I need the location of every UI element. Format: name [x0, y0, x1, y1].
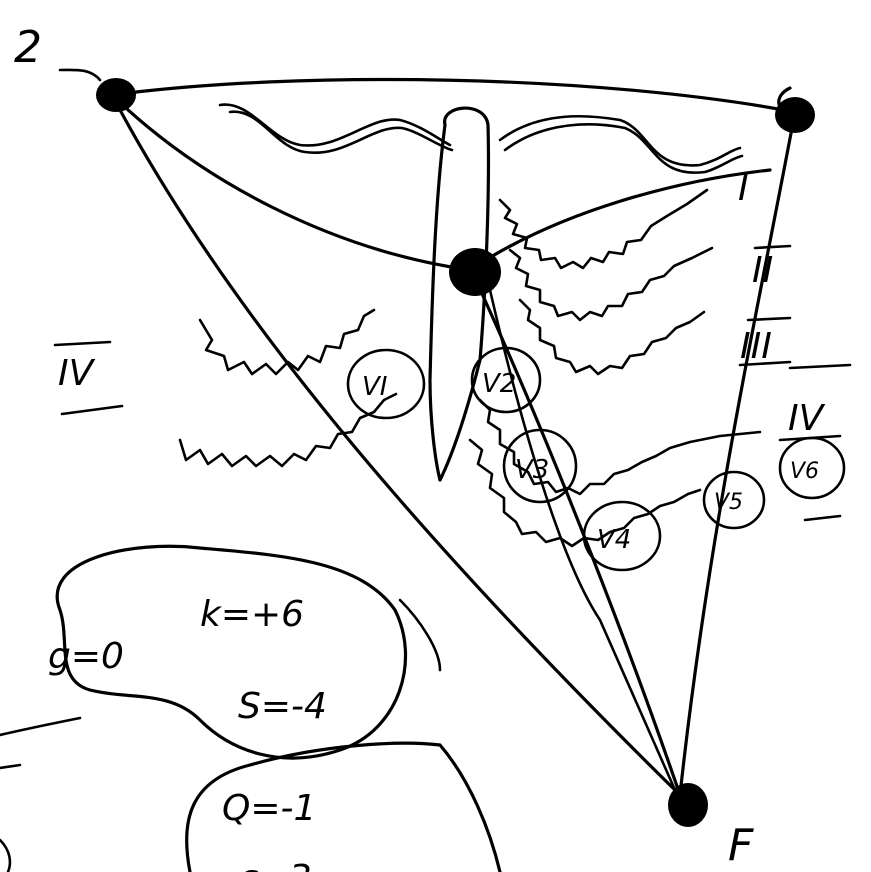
edge-left [110, 93, 682, 797]
edge-center-to-bottom-inner [488, 288, 677, 792]
circle-label-v2: V2 [482, 369, 516, 399]
region-label-IV-right: IV [788, 398, 826, 439]
internal-edges [110, 93, 772, 797]
note-k: k=+6 [200, 594, 304, 635]
vertex-top-right-mark [777, 86, 792, 114]
circle-v4 [582, 500, 662, 572]
vertex-label-top-left: 2 [14, 22, 42, 73]
vertex-bottom [668, 783, 708, 827]
region-label-II: II [752, 250, 773, 291]
region-label-III: III [740, 326, 772, 367]
note-partial: s=3 [240, 858, 312, 872]
vertex-top-left [96, 78, 136, 112]
circle-v5 [702, 470, 766, 530]
note-q: Q=-1 [222, 788, 316, 829]
edge-right [678, 110, 797, 797]
circle-label-vi: VI [362, 372, 387, 402]
edge-center-to-bottom [476, 283, 682, 797]
vertices [96, 78, 815, 827]
edge-left-to-center [110, 93, 472, 272]
notes-lower-outline [185, 741, 502, 872]
vertex-top-right [775, 97, 815, 133]
circle-v6 [778, 436, 846, 500]
circle-label-v5: V5 [714, 490, 743, 515]
vertex-top-left-tail [58, 68, 102, 82]
circled-labels: VI V2 V3 V4 V5 V6 [346, 346, 846, 572]
edge-top [110, 77, 797, 114]
circle-v2 [470, 346, 542, 414]
region-labels: I II III IV IV [53, 168, 852, 522]
top-waves [218, 103, 744, 174]
region-label-I: I [738, 168, 749, 209]
left-zigzags [178, 308, 398, 468]
circle-vi [346, 348, 426, 420]
circle-label-v4: V4 [597, 525, 631, 555]
note-s: S=-4 [238, 686, 327, 727]
vertex-center [449, 248, 501, 296]
outer-triangle [110, 77, 797, 797]
note-g: g=0 [48, 636, 124, 677]
region-label-IV-left: IV [58, 353, 96, 394]
circle-label-v6: V6 [790, 459, 819, 484]
circle-label-v3: V3 [515, 455, 549, 485]
notes-blob: g=0 k=+6 S=-4 Q=-1 s=3 [0, 544, 502, 872]
notes-outline [55, 544, 408, 760]
edge-center-to-right [468, 168, 772, 272]
circle-v3 [502, 428, 578, 504]
vertex-label-bottom: F [728, 820, 754, 871]
